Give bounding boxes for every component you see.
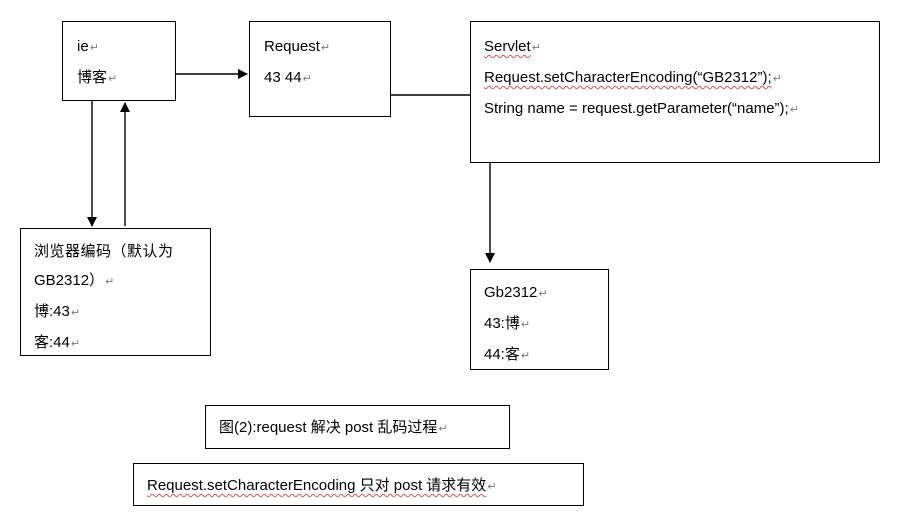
request-box: Request↵ 43 44↵ [249, 21, 391, 117]
browser-encoding-box: 浏览器编码（默认为 GB2312）↵ 博:43↵ 客:44↵ [20, 228, 211, 356]
note-text: Request.setCharacterEncoding 只对 post 请求有… [147, 477, 497, 494]
servlet-label: Servlet↵ [484, 38, 541, 55]
browser-encoding-default: GB2312）↵ [34, 272, 115, 289]
set-character-encoding-code: Request.setCharacterEncoding(“GB2312”);↵ [484, 69, 782, 86]
gb2312-ke: 44:客↵ [484, 346, 531, 363]
browser-encoding-ke: 客:44↵ [34, 334, 81, 351]
request-label: Request↵ [264, 38, 331, 55]
blog-label: 博客↵ [77, 69, 118, 86]
figure-caption-text: 图(2):request 解决 post 乱码过程↵ [219, 419, 448, 436]
note-box: Request.setCharacterEncoding 只对 post 请求有… [133, 463, 584, 506]
ie-box: ie↵ 博客↵ [62, 21, 176, 101]
request-values: 43 44↵ [264, 69, 312, 86]
ie-label: ie↵ [77, 38, 99, 55]
servlet-box: Servlet↵ Request.setCharacterEncoding(“G… [470, 21, 880, 163]
browser-encoding-title: 浏览器编码（默认为 [34, 243, 174, 260]
gb2312-result-box: Gb2312↵ 43:博↵ 44:客↵ [470, 269, 609, 370]
figure-caption: 图(2):request 解决 post 乱码过程↵ [205, 405, 510, 449]
browser-encoding-bo: 博:43↵ [34, 303, 81, 320]
get-parameter-code: String name = request.getParameter(“name… [484, 100, 799, 117]
gb2312-label: Gb2312↵ [484, 284, 548, 301]
gb2312-bo: 43:博↵ [484, 315, 531, 332]
